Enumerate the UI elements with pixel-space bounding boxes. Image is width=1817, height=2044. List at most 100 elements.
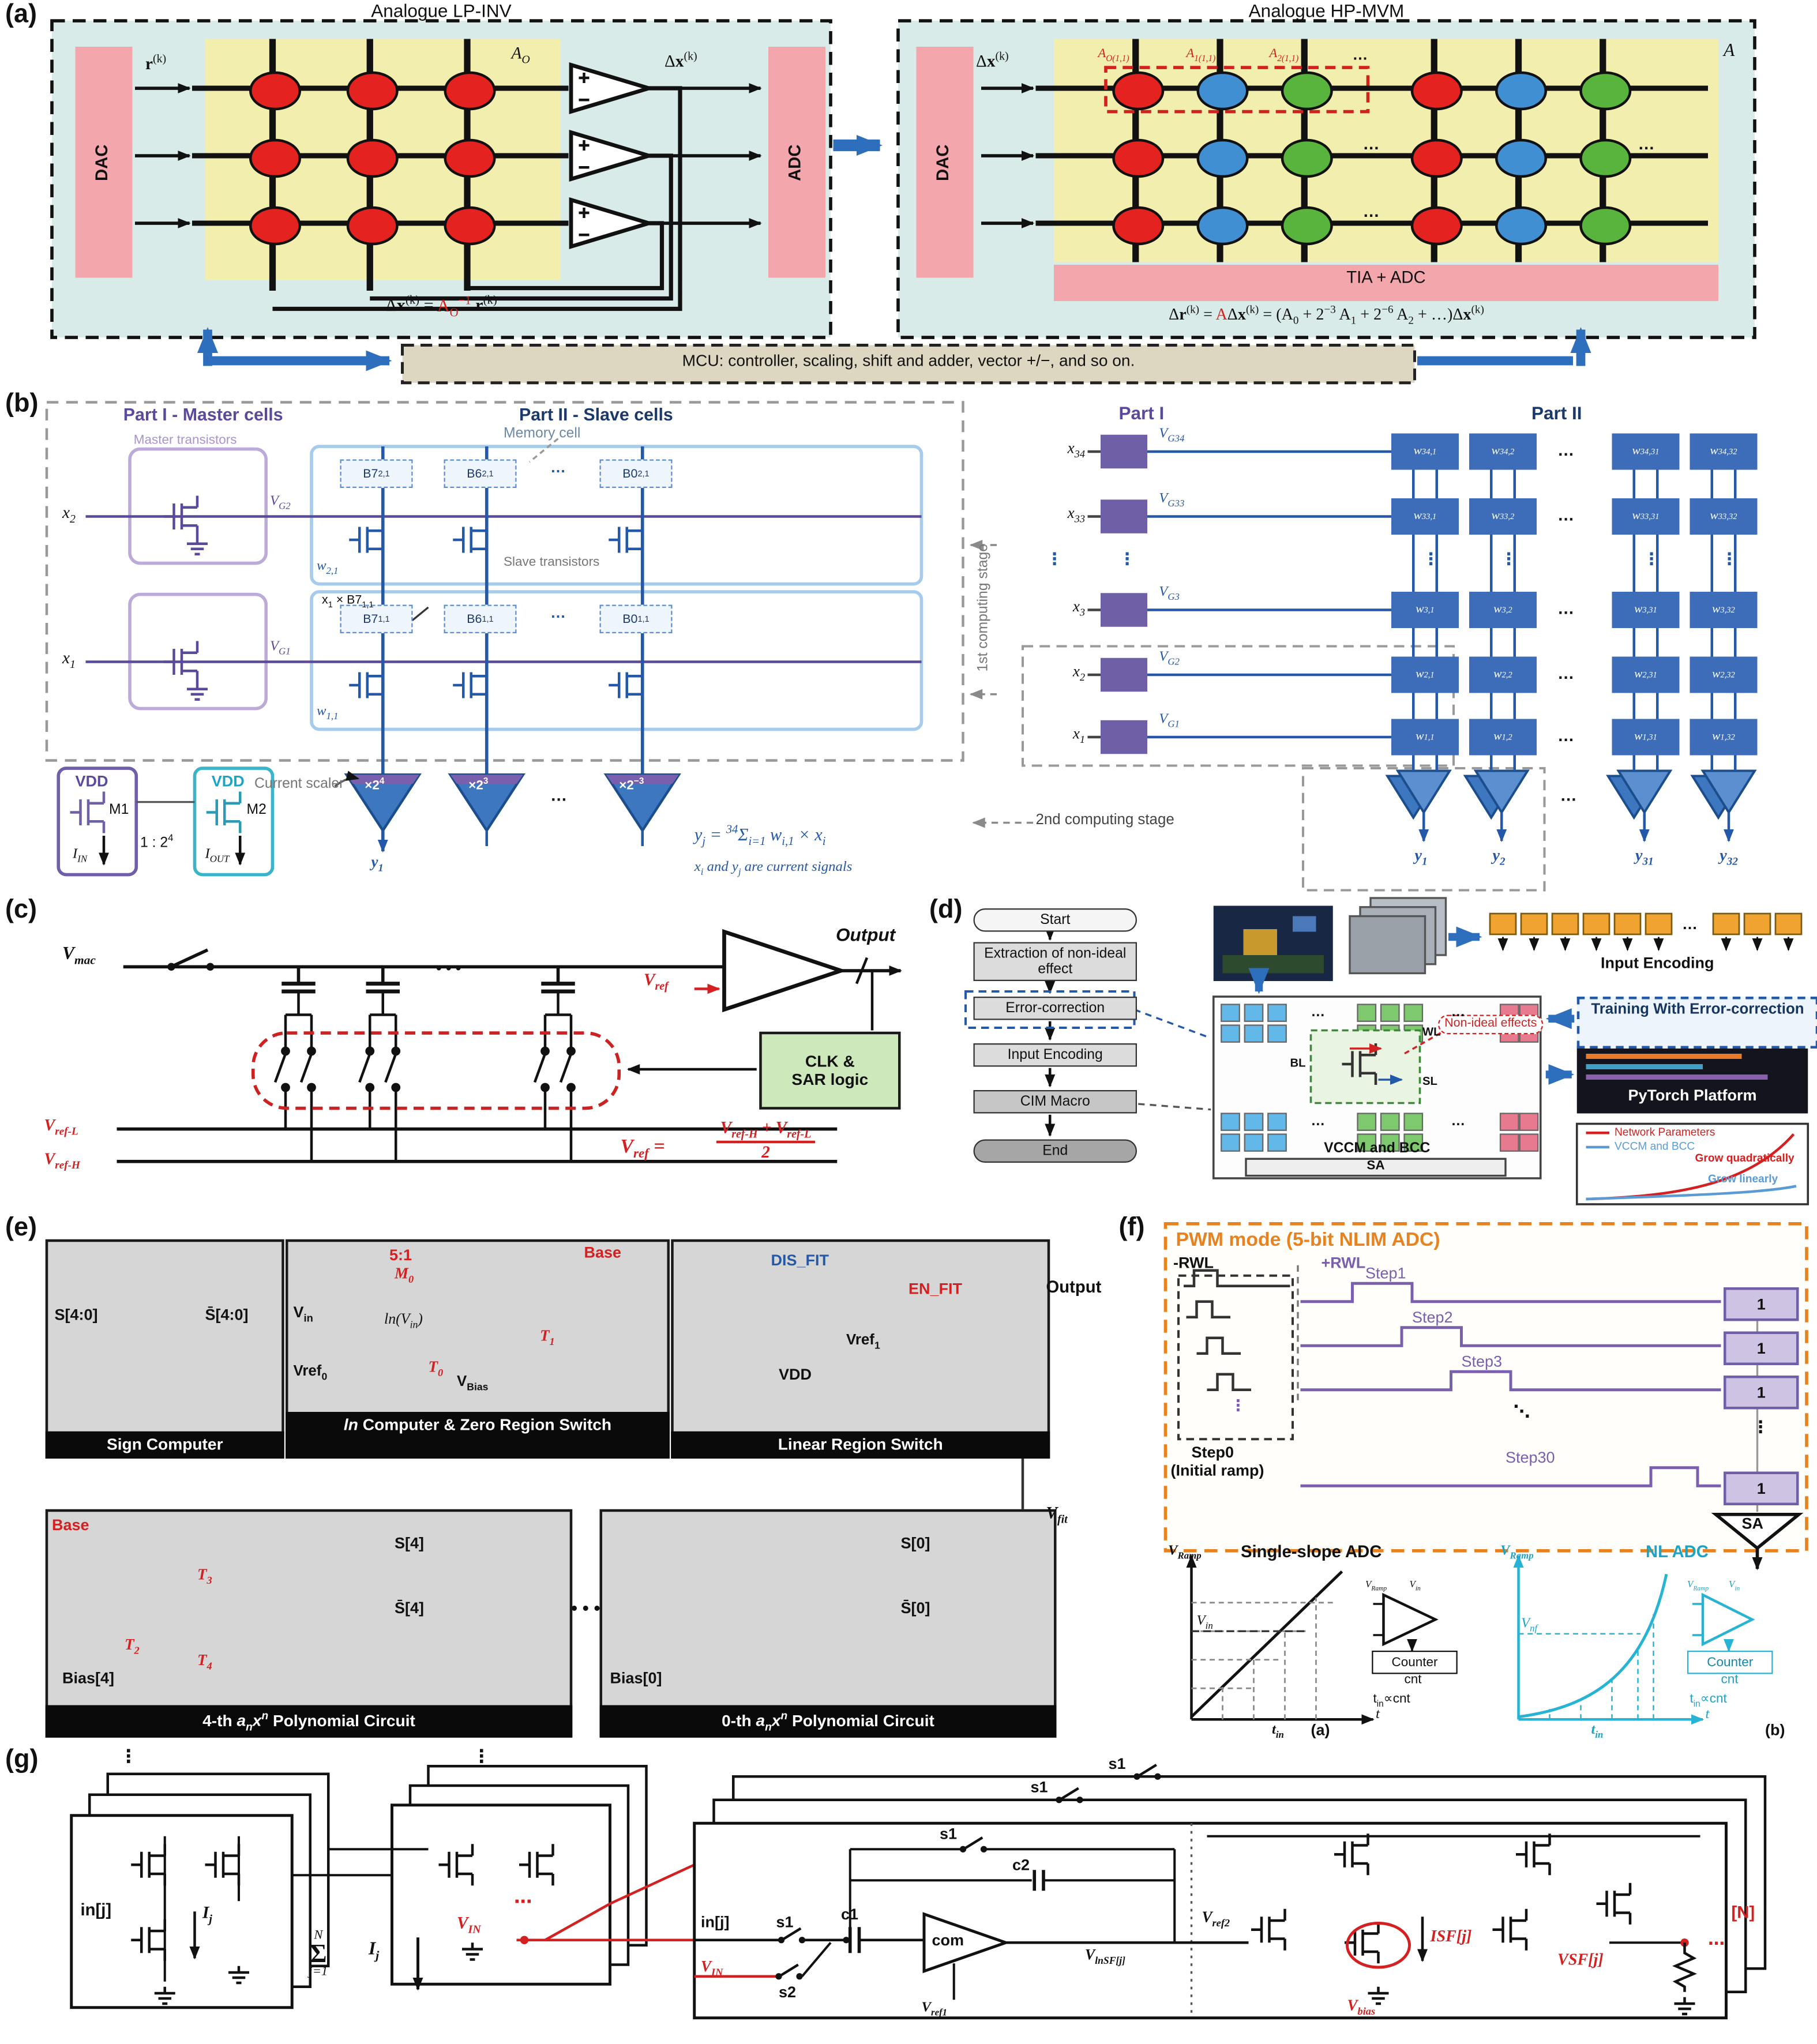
dac-input-cell (1101, 499, 1147, 533)
s0-label: S[0] (900, 1534, 930, 1552)
hp-input-label: Δx(k) (976, 49, 1009, 71)
gb-title: NL ADC (1646, 1542, 1709, 1561)
vref-label: Vref (644, 969, 669, 993)
vin-red-wires (516, 1863, 695, 1941)
poly0-block: 0-th anxn Polynomial Circuit (599, 1509, 1057, 1738)
cim-array-cell (1244, 1024, 1264, 1043)
s1-switch-label: s1 (1030, 1778, 1048, 1796)
flow-cim-macro: CIM Macro (973, 1090, 1137, 1114)
clk-line2: SAR logic (791, 1070, 869, 1089)
output-current-label: y31 (1635, 846, 1654, 868)
submatrix-highlight-box (1104, 66, 1370, 114)
clk-sar-logic-box: CLK & SAR logic (759, 1031, 901, 1110)
cim-array-cell (1519, 1113, 1539, 1131)
cim-array-cell (1403, 1004, 1424, 1022)
cim-array-cell (1357, 1113, 1377, 1131)
bit-line (1734, 755, 1737, 771)
ellipsis: … (1362, 133, 1380, 153)
s4-label: S[4] (395, 1534, 425, 1552)
ga-vramp-label: VRamp (1168, 1543, 1202, 1562)
v-ellipsis: ⋮ (1230, 1396, 1246, 1415)
input-signal-label: x2 (1072, 662, 1085, 683)
vdd-label-m2: VDD (211, 772, 245, 791)
bit-line (1435, 535, 1438, 592)
linear-region-switch-title: Linear Region Switch (671, 1431, 1050, 1459)
ga-vin-label: Vin (1196, 1613, 1213, 1632)
gate-voltage-label: VG1 (1159, 711, 1180, 730)
sign-computer-title: Sign Computer (45, 1431, 284, 1459)
cim-array-grid (1221, 1004, 1539, 1152)
input-signal-label: x3 (1072, 597, 1085, 618)
memristor-cell (444, 138, 496, 178)
memristor-cell (1495, 138, 1547, 178)
poly0-title: 0-th anxn Polynomial Circuit (599, 1705, 1057, 1738)
lp-inv-title: Analogue LP-INV (371, 0, 512, 21)
pwm-mode-title: PWM mode (5-bit NLIM ADC) (1176, 1228, 1440, 1251)
panel-e-polynomial-circuits: Sign Computer ln Computer & Zero Region … (0, 1213, 1116, 1746)
poly4-block: 4-th anxn Polynomial Circuit (45, 1509, 573, 1738)
ga-cnt-label: cnt (1404, 1673, 1422, 1687)
second-stage-note: 2nd computing stage (1035, 812, 1174, 828)
sum-current-label: Ij (369, 1940, 380, 1963)
mcu-caption: MCU: controller, scaling, shift and adde… (682, 351, 1135, 370)
vref2-label-g: Vref2 (1202, 1907, 1230, 1929)
lp-input-label: r(k) (145, 52, 167, 73)
memory-cell-note: Memory cell (504, 426, 581, 441)
sigma-icon: Σ (310, 1940, 327, 1969)
linear-growth-curve (1586, 1185, 1797, 1201)
ln-computer-title: ln Computer & Zero Region Switch (286, 1412, 670, 1459)
bit-line (1490, 755, 1493, 771)
t0-label: T0 (428, 1357, 444, 1379)
bit-line (1412, 469, 1415, 498)
comparator-icon (722, 929, 847, 1013)
com-label: com (932, 1931, 964, 1949)
hp-formula: Δr(k) = AΔx(k) = (A0 + 2−3 A1 + 2−6 A2 +… (1169, 302, 1484, 327)
pwm-mode-box (1163, 1222, 1808, 1553)
bit-line (1632, 755, 1635, 771)
step3-label: Step3 (1461, 1352, 1503, 1370)
panel-label-e: (e) (5, 1213, 37, 1242)
grow-linearly-label: Grow linearly (1708, 1171, 1778, 1185)
sum-lower-limit: j=1 (309, 1964, 328, 1979)
pulse-code-box: 1 (1724, 1471, 1799, 1505)
s1-switch-label: s1 (776, 1913, 794, 1931)
ellipsis: … (1557, 663, 1575, 683)
sbar4-label: S̄[4] (395, 1599, 425, 1617)
gb-t-label: t (1705, 1706, 1710, 1722)
memristor-cell (1281, 71, 1333, 111)
m1-label: M1 (109, 802, 129, 818)
memristor-cell (346, 71, 399, 111)
t2-label: T2 (125, 1635, 140, 1656)
ellipsis: … (1352, 45, 1368, 64)
fraction-denominator: 2 (761, 1141, 770, 1162)
memristor-cell (249, 138, 301, 178)
bias0-label: Bias[0] (610, 1669, 662, 1687)
resistor-icon (1672, 1942, 1697, 1992)
right-part1-header: Part I (1118, 402, 1165, 423)
dac-input-cell (1101, 434, 1147, 469)
c1-cap-label: c1 (841, 1905, 859, 1923)
memristor-cell (1410, 206, 1463, 246)
panel-label-d: (d) (929, 895, 963, 925)
ellipsis: … (1638, 133, 1655, 153)
sense-amplifier-icon (1711, 1512, 1804, 1550)
output-current-label: y1 (1414, 846, 1428, 868)
w11-label: w1,1 (317, 703, 339, 722)
cim-array-cell (1267, 1133, 1287, 1152)
panel-c-sar-adc: (c) Vmac • • • Vref Output CLK & SAR log… (0, 896, 922, 1213)
gb-vramp-label: VRamp (1500, 1543, 1534, 1562)
panel-a-graphics (50, 19, 1756, 385)
lp-matrix-label: AO (511, 43, 530, 66)
slave-transistor-icon (349, 519, 383, 561)
memristor-cell (1196, 206, 1249, 246)
t4-label: T4 (197, 1651, 212, 1672)
master-transistors-note: Master transistors (133, 433, 237, 448)
red-ellipsis: ⋯ (514, 1891, 532, 1912)
